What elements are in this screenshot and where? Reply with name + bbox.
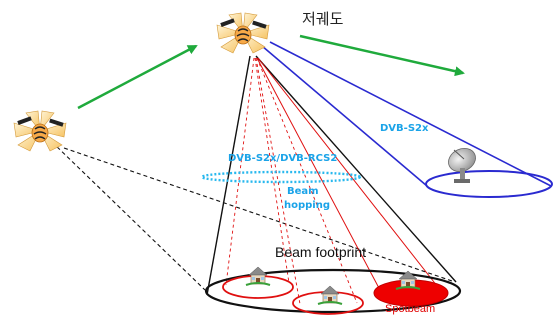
satellite-icon — [13, 110, 67, 152]
motion-arrow-left — [77, 44, 198, 110]
ground-station-coverage — [425, 170, 553, 198]
spotbeam-label: Spotbeam — [385, 303, 435, 315]
left-sat-beam-dashed-1 — [51, 141, 206, 291]
left-sat-beam-dashed-2 — [63, 147, 453, 282]
orbit-label: 저궤도 — [302, 10, 344, 28]
blue-beam-lower — [261, 45, 428, 187]
house-icon — [317, 285, 343, 305]
beam-hopping-ring — [200, 170, 362, 184]
footprint-cone-right — [255, 55, 457, 283]
spot-beam-line — [257, 57, 442, 292]
satellite-dish-icon — [448, 148, 476, 183]
spot-beam-line — [255, 57, 301, 305]
beam-hopping-label-line2: hopping — [284, 200, 330, 211]
beam-hopping-label-line1: Beam — [287, 186, 319, 197]
spot-beam-line — [225, 57, 255, 286]
footprint-cone-left — [206, 55, 251, 296]
beam-footprint-ellipse — [204, 268, 462, 314]
satellite-icon — [216, 12, 270, 54]
blue-beam-upper — [269, 41, 552, 187]
beam-footprint-label: Beam footprint — [275, 244, 366, 260]
motion-arrow-right — [299, 34, 465, 77]
spot-beam-line — [256, 57, 358, 304]
spot-beam-line — [254, 57, 290, 284]
dvb-s2x-label: DVB-S2x — [380, 123, 429, 134]
spot-beam-line — [256, 57, 381, 291]
dvb-rcs2-label: DVB-S2x/DVB-RCS2 — [228, 153, 337, 164]
